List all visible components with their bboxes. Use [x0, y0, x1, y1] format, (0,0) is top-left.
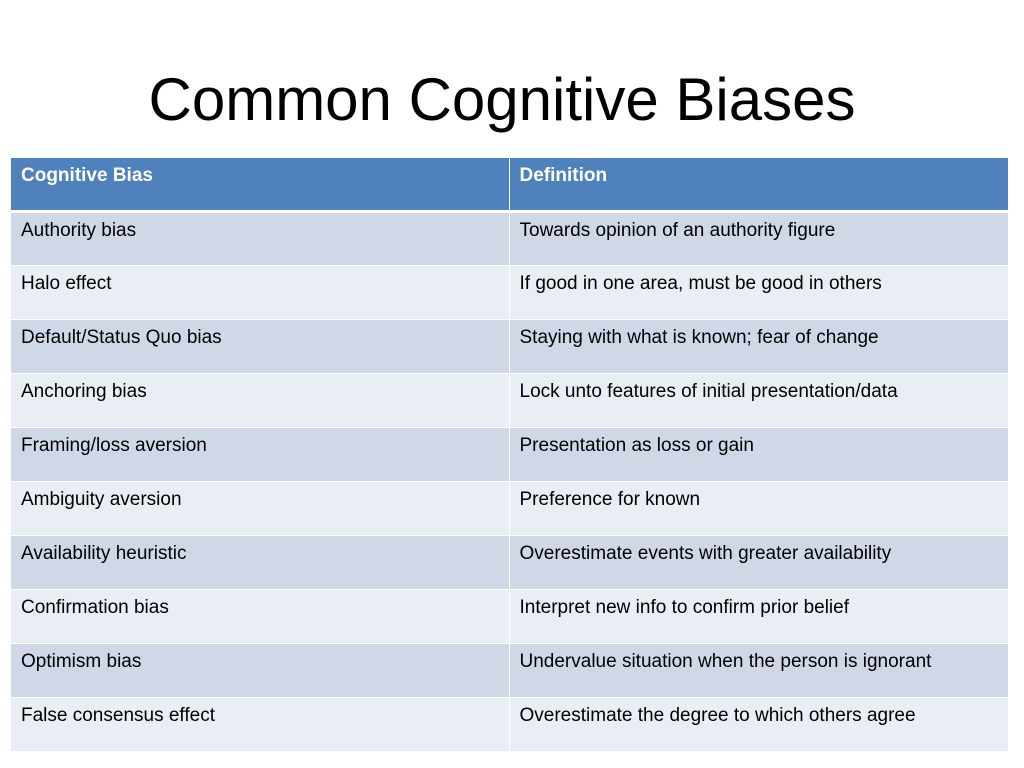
table-row: Framing/loss aversion Presentation as lo… [11, 427, 1008, 482]
bias-name-cell: Default/Status Quo bias [11, 319, 510, 374]
table-row: Confirmation bias Interpret new info to … [11, 589, 1008, 644]
bias-name-cell: Availability heuristic [11, 535, 510, 590]
bias-definition-cell: Staying with what is known; fear of chan… [509, 319, 1008, 374]
bias-name-cell: Ambiguity aversion [11, 481, 510, 536]
bias-name-cell: False consensus effect [11, 697, 510, 752]
bias-definition-cell: Preference for known [509, 481, 1008, 536]
column-header-definition: Definition [509, 158, 1008, 213]
table-row: Availability heuristic Overestimate even… [11, 535, 1008, 590]
table-row: Default/Status Quo bias Staying with wha… [11, 319, 1008, 374]
bias-definition-cell: Presentation as loss or gain [509, 427, 1008, 482]
bias-definition-cell: Overestimate the degree to which others … [509, 697, 1008, 752]
column-header-cognitive-bias: Cognitive Bias [11, 158, 510, 213]
table-row: Authority bias Towards opinion of an aut… [11, 211, 1008, 266]
table-header-row: Cognitive Bias Definition [11, 158, 1008, 213]
table-row: Halo effect If good in one area, must be… [11, 265, 1008, 320]
bias-definition-cell: Towards opinion of an authority figure [509, 211, 1008, 266]
bias-definition-cell: Overestimate events with greater availab… [509, 535, 1008, 590]
bias-definition-cell: Interpret new info to confirm prior beli… [509, 589, 1008, 644]
table-row: Optimism bias Undervalue situation when … [11, 643, 1008, 698]
bias-name-cell: Halo effect [11, 265, 510, 320]
bias-name-cell: Confirmation bias [11, 589, 510, 644]
bias-definition-cell: Undervalue situation when the person is … [509, 643, 1008, 698]
bias-name-cell: Anchoring bias [11, 373, 510, 428]
bias-name-cell: Authority bias [11, 211, 510, 266]
bias-definition-cell: Lock unto features of initial presentati… [509, 373, 1008, 428]
bias-name-cell: Optimism bias [11, 643, 510, 698]
bias-name-cell: Framing/loss aversion [11, 427, 510, 482]
bias-definition-cell: If good in one area, must be good in oth… [509, 265, 1008, 320]
slide-title: Common Cognitive Biases [148, 66, 856, 133]
table-row: Ambiguity aversion Preference for known [11, 481, 1008, 536]
cognitive-bias-table: Cognitive Bias Definition Authority bias… [11, 158, 1008, 752]
table-row: Anchoring bias Lock unto features of ini… [11, 373, 1008, 428]
table-row: False consensus effect Overestimate the … [11, 697, 1008, 752]
